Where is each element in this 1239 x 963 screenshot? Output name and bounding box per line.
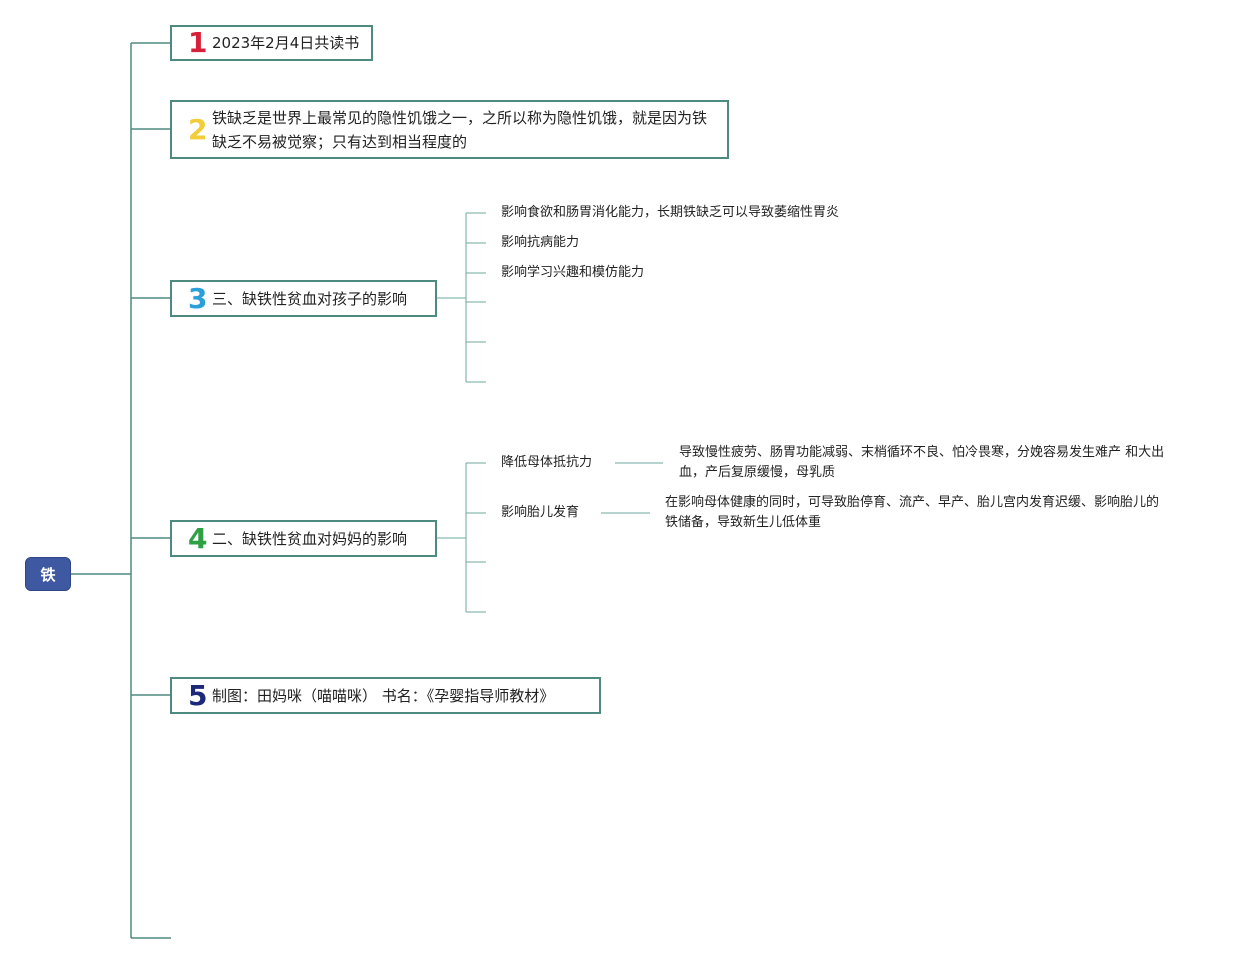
topic-2-text: 铁缺乏是世界上最常见的隐性饥饿之一，之所以称为隐性饥饿，就是因为铁缺乏不易被觉察… (212, 108, 708, 151)
topic-4-text: 二、缺铁性贫血对妈妈的影响 (212, 529, 408, 548)
topic-1-text: 2023年2月4日共读书 (212, 34, 360, 52)
number-two-icon: 2 (188, 112, 208, 146)
topic-2[interactable]: 2 铁缺乏是世界上最常见的隐性饥饿之一，之所以称为隐性饥饿，就是因为铁缺乏不易被… (170, 100, 729, 159)
number-four-icon: 4 (188, 521, 208, 555)
number-three-icon: 3 (188, 281, 208, 315)
topic4-child-1-detail[interactable]: 导致慢性疲劳、肠胃功能减弱、末梢循环不良、怕冷畏寒，分娩容易发生难产 和大出血，… (679, 445, 1165, 480)
topic4-child-2[interactable]: 影响胎儿发育 (501, 505, 580, 520)
topic-1[interactable]: 1 2023年2月4日共读书 (170, 25, 373, 61)
topic4-child-2-detail[interactable]: 在影响母体健康的同时，可导致胎停育、流产、早产、胎儿宫内发育迟缓、影响胎儿的铁储… (665, 495, 1160, 530)
topic3-child-3[interactable]: 影响学习兴趣和模仿能力 (501, 265, 645, 280)
number-one-icon: 1 (188, 26, 208, 59)
topic-3-text: 三、缺铁性贫血对孩子的影响 (212, 289, 408, 308)
topic-5-text: 制图：田妈咪（喵喵咪） 书名：《孕婴指导师教材》 (212, 686, 555, 705)
topic4-child-1[interactable]: 降低母体抵抗力 (501, 455, 593, 470)
topic3-child-1[interactable]: 影响食欲和肠胃消化能力，长期铁缺乏可以导致萎缩性胃炎 (501, 205, 840, 220)
topic-3[interactable]: 3 三、缺铁性贫血对孩子的影响 (170, 280, 437, 317)
root-node[interactable]: 铁 (25, 557, 71, 591)
topic-4[interactable]: 4 二、缺铁性贫血对妈妈的影响 (170, 520, 437, 557)
topic3-child-2[interactable]: 影响抗病能力 (501, 235, 580, 250)
number-five-icon: 5 (188, 678, 208, 712)
topic-5[interactable]: 5 制图：田妈咪（喵喵咪） 书名：《孕婴指导师教材》 (170, 677, 601, 714)
